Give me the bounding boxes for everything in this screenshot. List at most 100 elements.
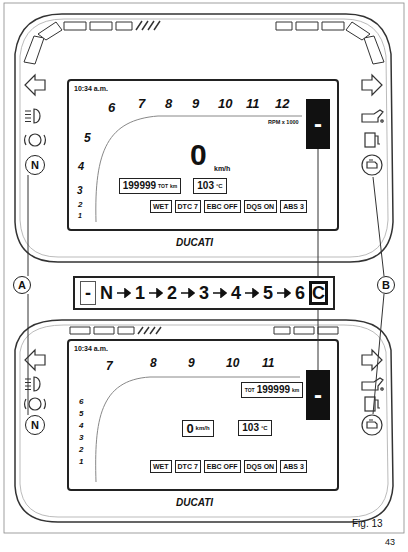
- dash-drawing: [70, 327, 338, 334]
- dash-drawing: [25, 134, 46, 146]
- display-text: 10: [218, 97, 232, 110]
- dash-drawing: [362, 110, 383, 122]
- status-box: WET: [150, 200, 172, 213]
- dash-drawing: [25, 75, 384, 175]
- dash-drawing: [364, 36, 384, 64]
- dash-drawing: [294, 327, 314, 334]
- status-box: EBC OFF: [204, 200, 241, 213]
- box-text: km: [292, 388, 299, 393]
- box-text: -: [85, 284, 91, 302]
- display-text: 7: [106, 360, 113, 372]
- odometer-box: TOT199999km: [241, 382, 304, 398]
- dash-drawing: [367, 420, 377, 428]
- display-text: 6: [108, 101, 115, 114]
- status-box: DQS ON: [244, 200, 278, 213]
- dash-drawing: [70, 327, 90, 334]
- display-text: 4: [79, 422, 83, 430]
- box-text: A: [18, 280, 26, 291]
- display-text: 9: [188, 357, 195, 369]
- odometer-box: 199999TOTkm: [119, 178, 182, 194]
- callout-letter: A: [13, 276, 31, 294]
- dash-drawing: [64, 22, 86, 30]
- leader-line: [318, 149, 319, 276]
- display-text: 8: [165, 97, 172, 110]
- dash-drawing: [38, 22, 62, 40]
- arrow-symbol: [149, 288, 163, 298]
- dash-drawing: [24, 36, 44, 64]
- box-text: 1: [135, 284, 145, 302]
- dash-drawing: [29, 134, 41, 146]
- callout-letter: B: [377, 276, 395, 294]
- dash-drawing: [362, 415, 382, 435]
- display-text: 2: [79, 446, 83, 454]
- dash-drawing: [362, 110, 383, 122]
- dash-drawing: [375, 136, 380, 144]
- dash-drawing: [365, 133, 380, 147]
- display-text: 2: [78, 201, 82, 209]
- box-text: -: [314, 112, 322, 136]
- display-text: 12: [275, 97, 289, 110]
- neutral-button: N: [25, 415, 45, 435]
- dash-drawing: [362, 378, 383, 390]
- display-text: 6: [79, 398, 83, 406]
- dash-drawing: [68, 80, 338, 230]
- dash-drawing: [381, 120, 383, 122]
- dash-drawing: [25, 109, 40, 123]
- arrow-symbol: [245, 289, 258, 297]
- temperature-box: 103°C: [193, 178, 226, 194]
- box-text: B: [382, 280, 390, 291]
- arrow-symbol: [245, 288, 259, 298]
- dash-drawing: [274, 327, 290, 334]
- dash-drawing: [4, 3, 404, 533]
- dash-drawing: [25, 135, 46, 145]
- display-text: RPM x 1000: [268, 120, 299, 126]
- status-box: DTC 7: [175, 460, 201, 473]
- box-text: 3: [199, 284, 209, 302]
- temperature-box: 103°C: [238, 420, 271, 436]
- display-text: 5: [84, 132, 91, 144]
- gear-step-box: C: [309, 281, 328, 305]
- box-text: DQS ON: [247, 463, 275, 470]
- dash-drawing: [116, 22, 132, 30]
- dash-drawing: [29, 398, 41, 410]
- dash-drawing: [367, 160, 377, 168]
- display-text: 5: [79, 410, 83, 418]
- dash-drawing: [94, 327, 114, 334]
- dash-drawing: [362, 75, 382, 95]
- status-box: WET: [150, 460, 172, 473]
- box-text: 103: [242, 423, 259, 433]
- box-text: 5: [263, 284, 273, 302]
- display-text: 7: [138, 97, 145, 110]
- status-box: ABS 3: [280, 460, 307, 473]
- dash-drawing: [365, 397, 380, 411]
- display-text: 10:34 a.m.: [74, 85, 108, 92]
- display-text: 9: [192, 97, 199, 110]
- arrow-symbol: [181, 289, 194, 297]
- box-text: TOT: [245, 388, 255, 393]
- display-text: 8: [150, 357, 157, 369]
- dash-drawing: [90, 22, 112, 30]
- box-text: EBC OFF: [207, 463, 238, 470]
- status-box: DQS ON: [244, 460, 278, 473]
- dash-drawing: [68, 340, 338, 490]
- neutral-button: N: [25, 155, 45, 175]
- display-text: 1: [79, 458, 83, 466]
- arrow-symbol: [149, 289, 162, 297]
- box-text: 199999: [123, 181, 156, 191]
- gear-indicator: -: [306, 99, 330, 149]
- arrow-symbol: [277, 288, 291, 298]
- box-text: WET: [153, 463, 169, 470]
- display-text: 0: [190, 140, 207, 170]
- dash-drawing: [362, 155, 382, 175]
- box-text: °C: [261, 425, 268, 431]
- dash-drawing: [20, 19, 388, 257]
- dash-drawing: [25, 75, 45, 95]
- box-text: N: [100, 284, 113, 302]
- display-text: 11: [246, 97, 260, 110]
- dash-drawing: [362, 155, 382, 175]
- status-box: DTC 7: [175, 200, 201, 213]
- display-text: 10:34 a.m.: [74, 345, 108, 352]
- dash-drawing: [138, 327, 161, 334]
- box-text: km: [170, 184, 177, 189]
